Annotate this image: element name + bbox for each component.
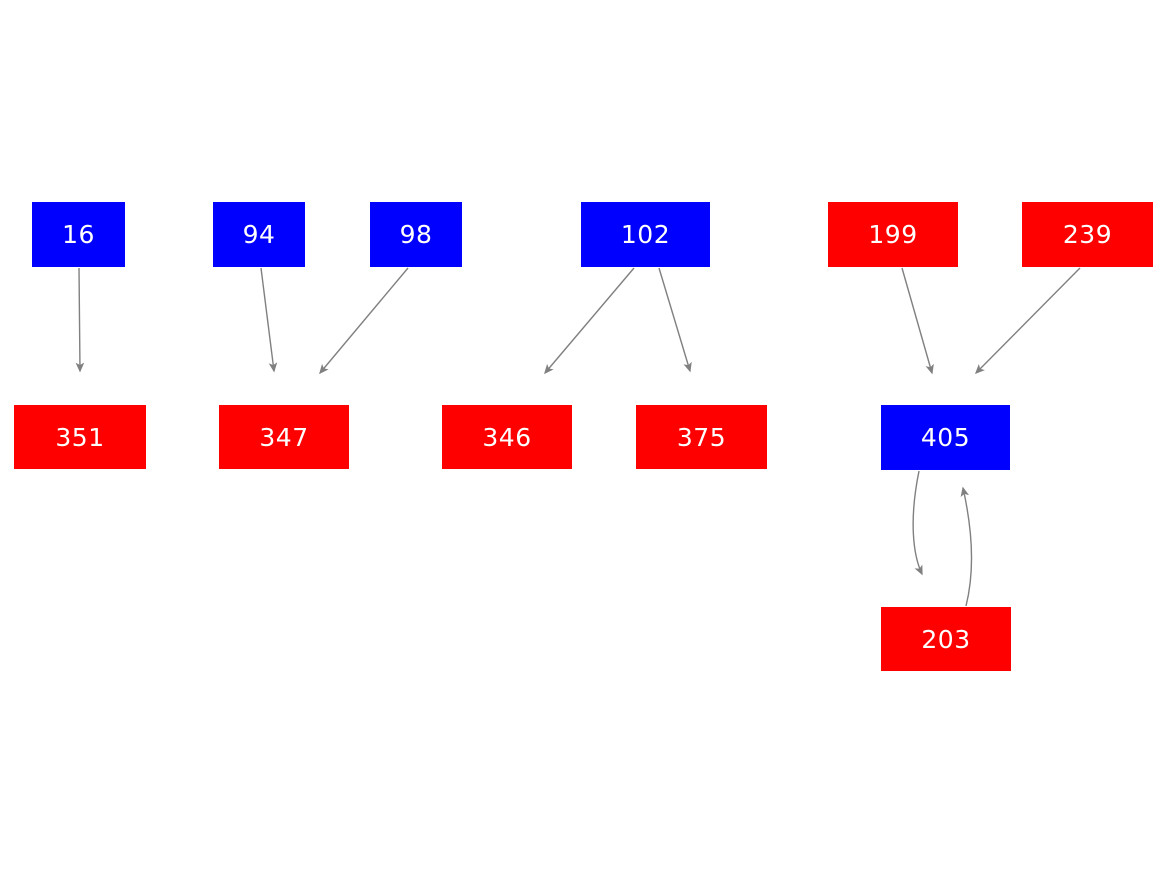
graph-node-label: 375 bbox=[676, 422, 727, 452]
graph-edge-239-to-405 bbox=[974, 267, 1081, 375]
graph-node-label: 347 bbox=[259, 422, 309, 452]
graph-node-351[interactable]: 351 bbox=[14, 405, 146, 469]
graph-node-199[interactable]: 199 bbox=[828, 202, 958, 267]
graph-node-16[interactable]: 16 bbox=[32, 202, 125, 267]
graph-edge-16-to-351 bbox=[75, 267, 85, 373]
graph-edge-102-to-375 bbox=[658, 267, 692, 373]
graph-node-94[interactable]: 94 bbox=[213, 202, 305, 267]
graph-node-346[interactable]: 346 bbox=[442, 405, 572, 469]
graph-node-label: 239 bbox=[1062, 220, 1113, 249]
graph-node-label: 351 bbox=[55, 422, 105, 452]
graph-node-98[interactable]: 98 bbox=[370, 202, 462, 267]
graph-node-label: 98 bbox=[399, 220, 433, 249]
graph-edge-405-to-203 bbox=[912, 470, 923, 576]
graph-node-label: 203 bbox=[921, 624, 971, 654]
graph-edge-94-to-347 bbox=[260, 267, 278, 373]
graph-node-375[interactable]: 375 bbox=[636, 405, 767, 469]
graph-node-label: 346 bbox=[482, 422, 532, 452]
graph-edge-203-to-405 bbox=[960, 486, 973, 607]
graph-node-label: 16 bbox=[62, 220, 95, 249]
graph-edge-102-to-346 bbox=[544, 267, 635, 375]
graph-node-405[interactable]: 405 bbox=[881, 405, 1010, 470]
graph-edge-199-to-405 bbox=[901, 267, 934, 375]
graph-node-347[interactable]: 347 bbox=[219, 405, 349, 469]
graph-node-102[interactable]: 102 bbox=[581, 202, 710, 267]
graph-node-label: 405 bbox=[920, 423, 971, 452]
graph-node-label: 102 bbox=[620, 220, 671, 249]
graph-node-203[interactable]: 203 bbox=[881, 607, 1011, 671]
graph-node-label: 94 bbox=[242, 220, 276, 249]
graph-node-239[interactable]: 239 bbox=[1022, 202, 1153, 267]
graph-node-label: 199 bbox=[868, 220, 918, 249]
graph-edge-98-to-347 bbox=[319, 267, 409, 375]
